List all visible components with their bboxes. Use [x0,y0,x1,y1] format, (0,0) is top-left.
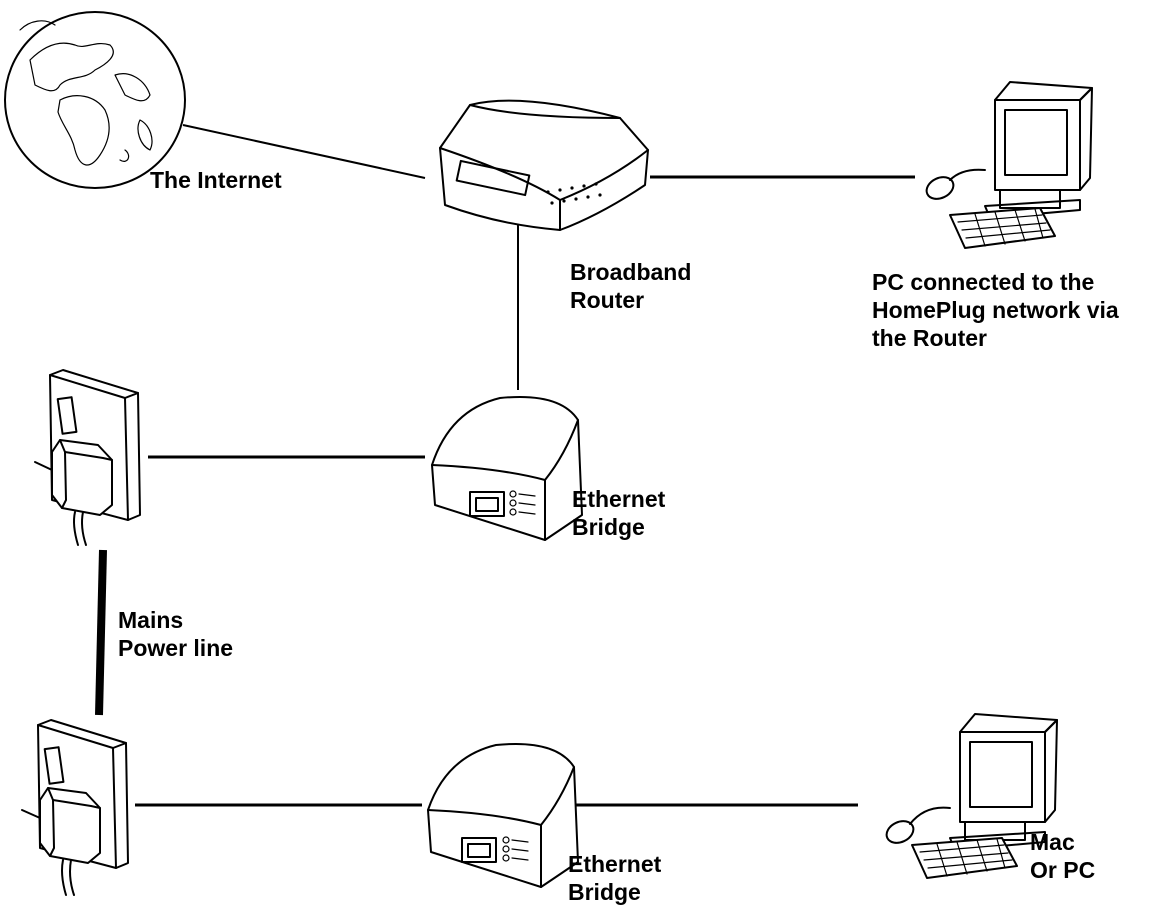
desktop-computer-icon [925,81,1093,249]
powerline-label-line-2: Power line [118,635,234,661]
router-label-line-1: Broadband [570,259,692,285]
bridge-bottom-label: Ethernet Bridge [568,850,661,906]
bridge-top-label-line-2: Bridge [572,514,645,540]
pc-top-label-line-3: the Router [872,325,987,351]
wall-socket-plug-icon [34,369,141,546]
powerline-label: Mains Power line [118,606,233,662]
bridge-top-label-line-1: Ethernet [572,486,666,512]
pc-top-label-line-1: PC connected to the [872,269,1095,295]
internet-router-connector [182,124,426,179]
ethernet-bridge-icon [431,395,583,541]
pc-bottom-label: Mac Or PC [1030,828,1095,884]
bridge-bottom-label-line-2: Bridge [568,879,641,905]
bridge-top-label: Ethernet Bridge [572,485,665,541]
pc-top-label-line-2: HomePlug network via [872,297,1119,323]
router-label-line-2: Router [570,287,645,313]
powerline-connector [95,549,107,716]
router-label: Broadband Router [570,258,691,314]
globe-icon [4,11,186,189]
ethernet-bridge-icon [427,742,579,888]
wall-socket-plug-icon [21,719,129,896]
pc-top-label: PC connected to the HomePlug network via… [872,268,1119,352]
desktop-computer-icon [885,713,1058,879]
pc-bottom-label-line-1: Mac [1030,829,1075,855]
internet-label: The Internet [150,166,282,194]
bridge-bottom-label-line-1: Ethernet [568,851,662,877]
powerline-label-line-1: Mains [118,607,184,633]
internet-label-text: The Internet [150,167,282,193]
router-icon [439,99,649,231]
pc-bottom-label-line-2: Or PC [1030,857,1096,883]
